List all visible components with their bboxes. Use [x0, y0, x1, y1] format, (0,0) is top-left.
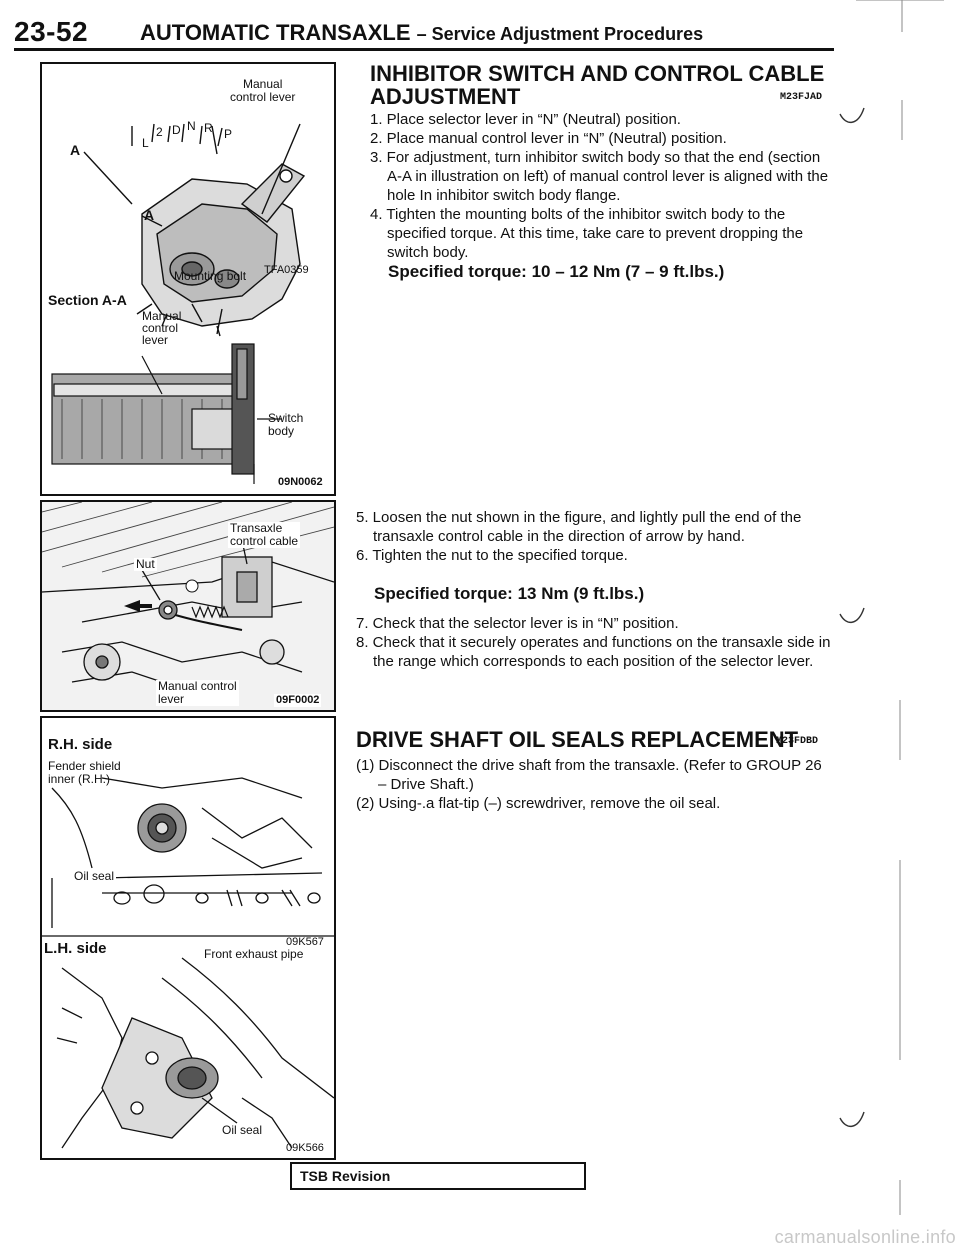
range-letter-n: N	[187, 119, 196, 133]
step-1: 1. Place selector lever in “N” (Neutral)…	[370, 111, 681, 128]
watermark: carmanualsonline.info	[774, 1227, 956, 1247]
step-s2-1: (1) Disconnect the drive shaft from the …	[356, 757, 822, 793]
fender-shield-label: Fender shield inner (R.H.)	[48, 759, 121, 786]
range-letter-p: P	[224, 127, 233, 141]
spec-torque-b: Specified torque: 13 Nm (9 ft.lbs.)	[374, 584, 645, 603]
section1-heading-line1: INHIBITOR SWITCH AND CONTROL CABLE	[370, 61, 825, 86]
page-title: AUTOMATIC TRANSAXLE – Service Adjustment…	[140, 20, 703, 46]
page-title-sub: – Service Adjustment Procedures	[416, 24, 704, 44]
range-letter-2: 2	[156, 125, 163, 139]
oil-seal-label-bottom: Oil seal	[220, 1123, 265, 1137]
range-letter-d: D	[172, 123, 181, 137]
section-a-a-label: Section A-A	[48, 292, 127, 308]
section-mark-a-left: A	[70, 142, 81, 158]
mounting-bolt-label: Mounting bolt	[174, 269, 247, 283]
oil-seal-label-top: Oil seal	[72, 869, 117, 883]
figure-inhibitor-switch: Manual control lever L 2 D N R P A A Mou…	[40, 62, 336, 496]
section1-code: M23FJAD	[780, 92, 823, 103]
step-8: 8. Check that it securely operates and f…	[356, 634, 831, 670]
tsb-revision-label: TSB Revision	[300, 1168, 391, 1184]
step-4: 4. Tighten the mounting bolts of the inh…	[370, 206, 804, 261]
section2-steps: (1) Disconnect the drive shaft from the …	[356, 756, 832, 813]
step-7: 7. Check that the selector lever is in “…	[356, 615, 679, 632]
manual-control-lever-label: Manual control lever	[230, 77, 296, 104]
range-letter-l: L	[142, 136, 149, 150]
section-mark-a-mid: A	[144, 207, 155, 223]
range-letter-r: R	[204, 121, 213, 135]
figure-code-09n0062: 09N0062	[278, 476, 323, 488]
page-title-main: AUTOMATIC TRANSAXLE	[140, 20, 411, 45]
figure-code-09k567: 09K567	[286, 936, 324, 948]
transaxle-control-cable-label: Transaxle control cable	[228, 521, 301, 548]
step-s2-2: (2) Using-.a flat-tip (–) screwdriver, r…	[356, 795, 721, 812]
manual-control-lever-label-2: Manual control lever	[156, 679, 239, 706]
rh-side-label: R.H. side	[48, 736, 113, 753]
figure-code-09f0002: 09F0002	[274, 694, 322, 707]
section1-steps-b: 5. Loosen the nut shown in the figure, a…	[356, 508, 832, 565]
oil-seal-illustration	[42, 777, 334, 1149]
step-5: 5. Loosen the nut shown in the figure, a…	[356, 509, 802, 545]
tsb-revision-box: TSB Revision	[290, 1162, 586, 1190]
section1-steps-a: 1. Place selector lever in “N” (Neutral)…	[370, 110, 832, 262]
section2-heading: DRIVE SHAFT OIL SEALS REPLACEMENT	[356, 727, 799, 752]
figure-transaxle-control-cable: Transaxle control cable Nut Manual contr…	[40, 500, 336, 712]
section-manual-control-lever-label: Manual control lever	[142, 309, 182, 347]
page-number: 23-52	[14, 16, 89, 47]
figure-code-09k566: 09K566	[286, 1142, 324, 1154]
spec-torque-a: Specified torque: 10 – 12 Nm (7 – 9 ft.l…	[388, 262, 725, 281]
header-rule	[14, 48, 834, 51]
inhibitor-switch-illustration	[51, 123, 324, 484]
step-2: 2. Place manual control lever in “N” (Ne…	[370, 130, 727, 147]
switch-body-label: Switch body	[268, 411, 304, 438]
section2-code: M23FDBD	[776, 736, 819, 747]
section1-heading-line2: ADJUSTMENT	[370, 84, 521, 109]
section1-steps-c: 7. Check that the selector lever is in “…	[356, 614, 832, 671]
step-3: 3. For adjustment, turn inhibitor switch…	[370, 149, 829, 204]
nut-label: Nut	[134, 557, 157, 571]
figure-code-tfa0359: TFA0359	[264, 264, 309, 276]
figure-oil-seals: R.H. side Fender shield inner (R.H.) Oil…	[40, 716, 336, 1160]
step-6: 6. Tighten the nut to the specified torq…	[356, 547, 628, 564]
lh-side-label: L.H. side	[44, 940, 107, 957]
margin-scan-marks	[839, 0, 944, 1215]
front-exhaust-pipe-label: Front exhaust pipe	[202, 947, 306, 961]
